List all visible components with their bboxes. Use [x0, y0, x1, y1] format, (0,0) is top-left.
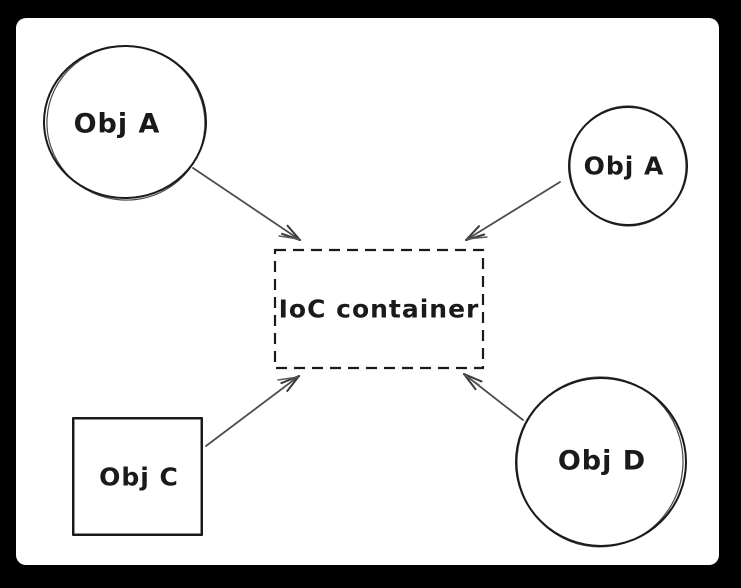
- arrow-obj-c-to-container[interactable]: [205, 375, 300, 447]
- node-label: Obj A: [584, 152, 665, 181]
- arrowhead-barb: [465, 225, 480, 241]
- arrow-obj-a-top-right-to-container[interactable]: [465, 181, 561, 241]
- node-label: Obj A: [74, 109, 161, 140]
- square-shape: [72, 417, 203, 536]
- arrow-obj-a-top-left-to-container[interactable]: [192, 167, 301, 241]
- node-obj-c[interactable]: Obj C: [72, 417, 203, 536]
- arrowhead-sketch-overlay: [277, 376, 299, 381]
- arrowhead-barb: [463, 373, 477, 391]
- circle-shape-sketch-overlay: [46, 45, 206, 201]
- arrow-obj-d-to-container[interactable]: [463, 373, 524, 421]
- circle-shape-sketch-overlay: [516, 376, 684, 548]
- circle-shape-sketch-overlay: [569, 105, 687, 227]
- square-shape-sketch-overlay: [73, 418, 202, 535]
- arrowhead-barb: [463, 373, 483, 383]
- node-label: IoC container: [279, 295, 480, 324]
- arrow-shaft: [192, 167, 301, 241]
- diagram-svg: Obj A Obj A IoC container Obj C: [42, 41, 691, 554]
- node-obj-a-top-right[interactable]: Obj A: [565, 101, 691, 231]
- arrowhead-sketch-overlay: [464, 374, 480, 386]
- diagram-canvas: Obj A Obj A IoC container Obj C: [16, 18, 719, 565]
- node-label: Obj C: [99, 463, 179, 492]
- node-label: Obj D: [558, 446, 646, 477]
- arrowhead-barb: [286, 375, 300, 392]
- circle-shape: [515, 377, 687, 547]
- node-obj-a-top-left[interactable]: Obj A: [42, 41, 210, 206]
- node-obj-d[interactable]: Obj D: [510, 370, 690, 554]
- arrowhead-sketch-overlay: [466, 236, 488, 240]
- arrowhead-barb: [286, 224, 301, 241]
- arrow-shaft: [465, 181, 561, 241]
- arrow-shaft: [205, 375, 300, 447]
- arrowhead-sketch-overlay: [278, 235, 300, 240]
- node-ioc-container[interactable]: IoC container: [273, 248, 485, 370]
- circle-shape: [568, 106, 688, 226]
